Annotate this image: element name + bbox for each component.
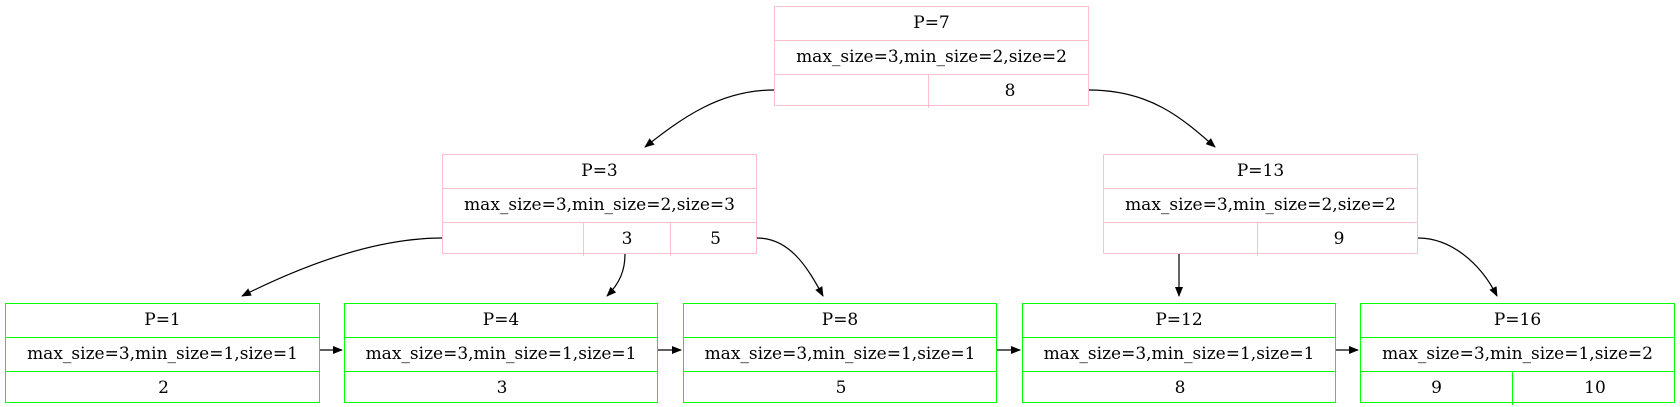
node-info: max_size=3,min_size=1,size=1 bbox=[365, 344, 637, 364]
node-key-cell: 8 bbox=[928, 75, 1091, 108]
child-edge-p13-p16 bbox=[1417, 237, 1498, 297]
node-title: P=4 bbox=[482, 310, 520, 330]
node-key-cell bbox=[443, 223, 583, 256]
node-key-cell bbox=[775, 75, 928, 108]
node-key-cell: 5 bbox=[835, 378, 847, 398]
node-key-cell: 9 bbox=[1431, 378, 1442, 398]
node-title: P=13 bbox=[1236, 161, 1285, 181]
node-info: max_size=3,min_size=1,size=1 bbox=[1043, 344, 1315, 364]
node-key-cell: 3 bbox=[583, 223, 670, 256]
node-title: P=16 bbox=[1493, 310, 1542, 330]
node-p12: P=12 max_size=3,min_size=1,size=1 8 bbox=[1022, 303, 1336, 403]
child-edge-p7-p13 bbox=[1088, 89, 1216, 148]
node-info: max_size=3,min_size=2,size=3 bbox=[464, 195, 735, 215]
node-key-cell: 10 bbox=[1512, 372, 1677, 405]
child-edge-p3-p1 bbox=[241, 237, 443, 297]
node-info: max_size=3,min_size=1,size=2 bbox=[1382, 344, 1653, 364]
node-p7: P=7 max_size=3,min_size=2,size=2 8 bbox=[774, 6, 1091, 108]
child-edge-p3-p8 bbox=[756, 237, 824, 297]
node-key-cell: 8 bbox=[1174, 378, 1186, 398]
node-p13: P=13 max_size=3,min_size=2,size=2 9 bbox=[1103, 154, 1420, 256]
node-info: max_size=3,min_size=2,size=2 bbox=[1125, 195, 1396, 215]
node-key-cell bbox=[1104, 223, 1257, 256]
node-title: P=12 bbox=[1155, 310, 1203, 330]
node-p4: P=4 max_size=3,min_size=1,size=1 3 bbox=[344, 303, 658, 403]
child-edge-p3-p4 bbox=[606, 253, 626, 297]
node-key-cell: 2 bbox=[158, 378, 169, 398]
node-title: P=8 bbox=[821, 310, 859, 330]
node-p1: P=1 max_size=3,min_size=1,size=1 2 bbox=[5, 303, 320, 403]
node-p16: P=16 max_size=3,min_size=1,size=2 9 10 bbox=[1360, 303, 1677, 405]
node-title: P=7 bbox=[913, 13, 950, 33]
node-info: max_size=3,min_size=1,size=1 bbox=[27, 344, 298, 364]
node-key-cell: 3 bbox=[496, 378, 508, 398]
node-title: P=1 bbox=[144, 310, 181, 330]
node-key-cell: 5 bbox=[670, 223, 760, 256]
child-edge-p7-p3 bbox=[644, 89, 775, 148]
node-info: max_size=3,min_size=1,size=1 bbox=[704, 344, 976, 364]
node-title: P=3 bbox=[581, 161, 618, 181]
node-p8: P=8 max_size=3,min_size=1,size=1 5 bbox=[683, 303, 997, 403]
node-info: max_size=3,min_size=2,size=2 bbox=[796, 47, 1067, 67]
node-key-cell: 9 bbox=[1257, 223, 1420, 256]
